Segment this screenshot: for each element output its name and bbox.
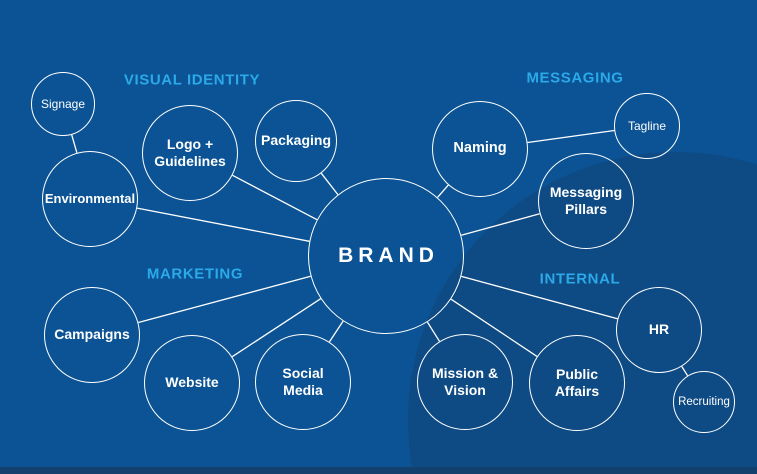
node-environmental: Environmental	[42, 151, 138, 247]
connector-brand-messaging-pillars	[461, 213, 540, 236]
connector-brand-hr	[461, 275, 618, 320]
connector-brand-naming	[437, 184, 449, 198]
node-label-tagline: Tagline	[627, 118, 667, 133]
connector-environmental-signage	[71, 134, 78, 153]
connector-brand-environmental	[136, 207, 310, 242]
node-campaigns: Campaigns	[44, 287, 140, 383]
connector-hr-recruiting	[681, 366, 689, 377]
node-naming: Naming	[432, 101, 528, 197]
section-label-marketing: MARKETING	[146, 265, 244, 283]
node-label-signage: Signage	[40, 96, 86, 111]
node-mission-vision: Mission & Vision	[417, 334, 513, 430]
bottom-bar	[0, 467, 757, 474]
node-label-campaigns: Campaigns	[54, 326, 130, 343]
node-label-environmental: Environmental	[44, 191, 136, 207]
node-logo-guidelines: Logo + Guidelines	[142, 105, 238, 201]
node-tagline: Tagline	[614, 93, 680, 159]
node-label-mission-vision: Mission & Vision	[431, 364, 499, 398]
node-label-logo-guidelines: Logo + Guidelines	[154, 135, 226, 169]
node-label-social-media: Social Media	[282, 364, 324, 398]
node-hr: HR	[616, 287, 702, 373]
node-messaging-pillars: Messaging Pillars	[538, 153, 634, 249]
node-label-brand: BRAND	[338, 244, 439, 268]
node-brand: BRAND	[308, 178, 464, 334]
connector-brand-logo-guidelines	[232, 174, 318, 221]
node-public-affairs: Public Affairs	[529, 335, 625, 431]
node-signage: Signage	[31, 72, 95, 136]
node-label-website: Website	[165, 374, 219, 391]
connector-brand-public-affairs	[450, 298, 538, 357]
connector-brand-packaging	[320, 172, 339, 195]
connector-brand-social-media	[328, 320, 344, 343]
connector-naming-tagline	[527, 129, 615, 144]
node-label-naming: Naming	[453, 140, 507, 157]
section-label-internal: INTERNAL	[539, 270, 621, 288]
connector-brand-campaigns	[138, 275, 311, 324]
node-label-hr: HR	[648, 321, 670, 338]
node-label-public-affairs: Public Affairs	[554, 365, 600, 399]
node-label-recruiting: Recruiting	[678, 395, 730, 408]
section-label-messaging: MESSAGING	[526, 69, 624, 87]
node-label-packaging: Packaging	[260, 132, 332, 149]
connector-brand-mission-vision	[426, 321, 441, 342]
connector-brand-website	[231, 298, 322, 358]
section-label-visual-identity: VISUAL IDENTITY	[123, 71, 261, 89]
node-label-messaging-pillars: Messaging Pillars	[549, 183, 623, 217]
node-packaging: Packaging	[255, 100, 337, 182]
node-recruiting: Recruiting	[673, 371, 735, 433]
node-website: Website	[144, 335, 240, 431]
node-social-media: Social Media	[255, 334, 351, 430]
